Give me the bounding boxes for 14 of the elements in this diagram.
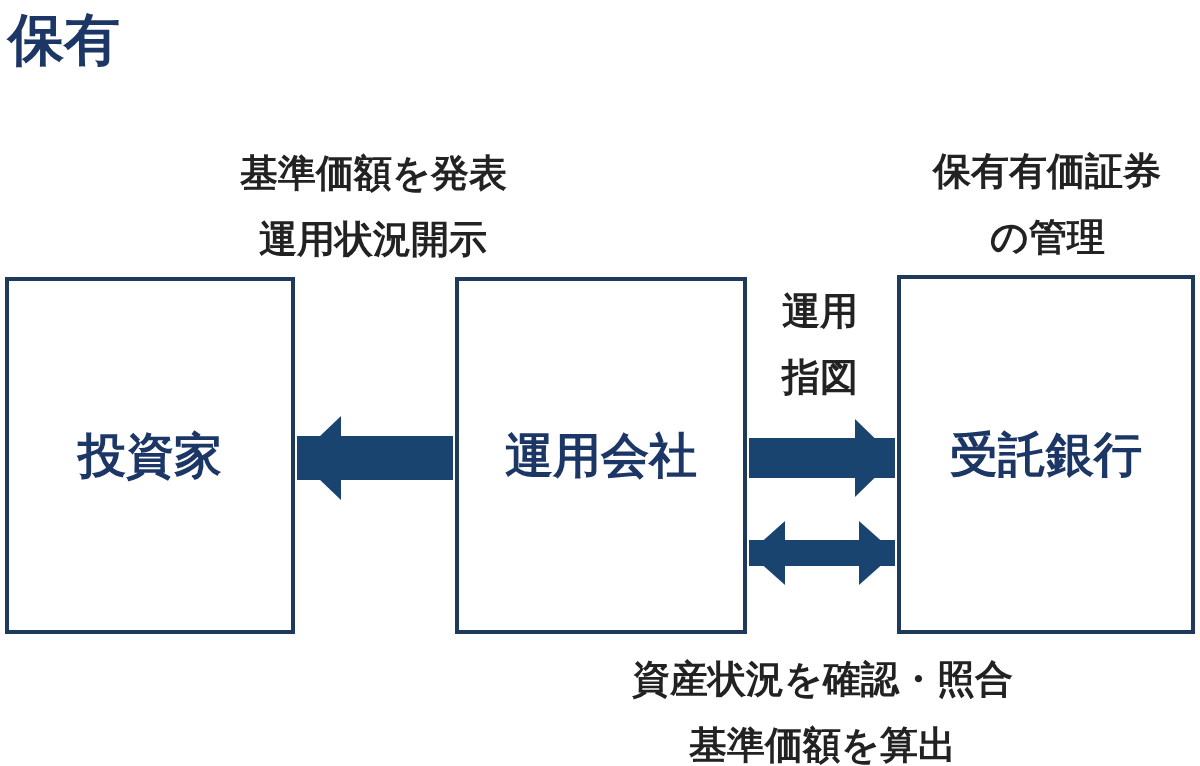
entity-box <box>897 275 1195 634</box>
annotation: 保有有価証券の管理 <box>931 148 1162 261</box>
entity-box <box>455 277 747 634</box>
box-label: 運用会社 <box>505 425 697 485</box>
box-label: 受託銀行 <box>950 424 1142 484</box>
edge-label: 資産状況を確認・照合基準価額を算出 <box>630 656 1014 766</box>
block-arrow <box>749 419 895 497</box>
diagram-title: 保有 <box>8 6 120 74</box>
box-label: 投資家 <box>78 425 222 485</box>
block-arrow <box>297 416 453 500</box>
entity-box <box>5 277 295 634</box>
edge-label: 運用指図 <box>780 288 859 401</box>
block-arrow <box>749 521 895 585</box>
note-text: 基準価額を発表運用状況開示 <box>238 150 508 263</box>
